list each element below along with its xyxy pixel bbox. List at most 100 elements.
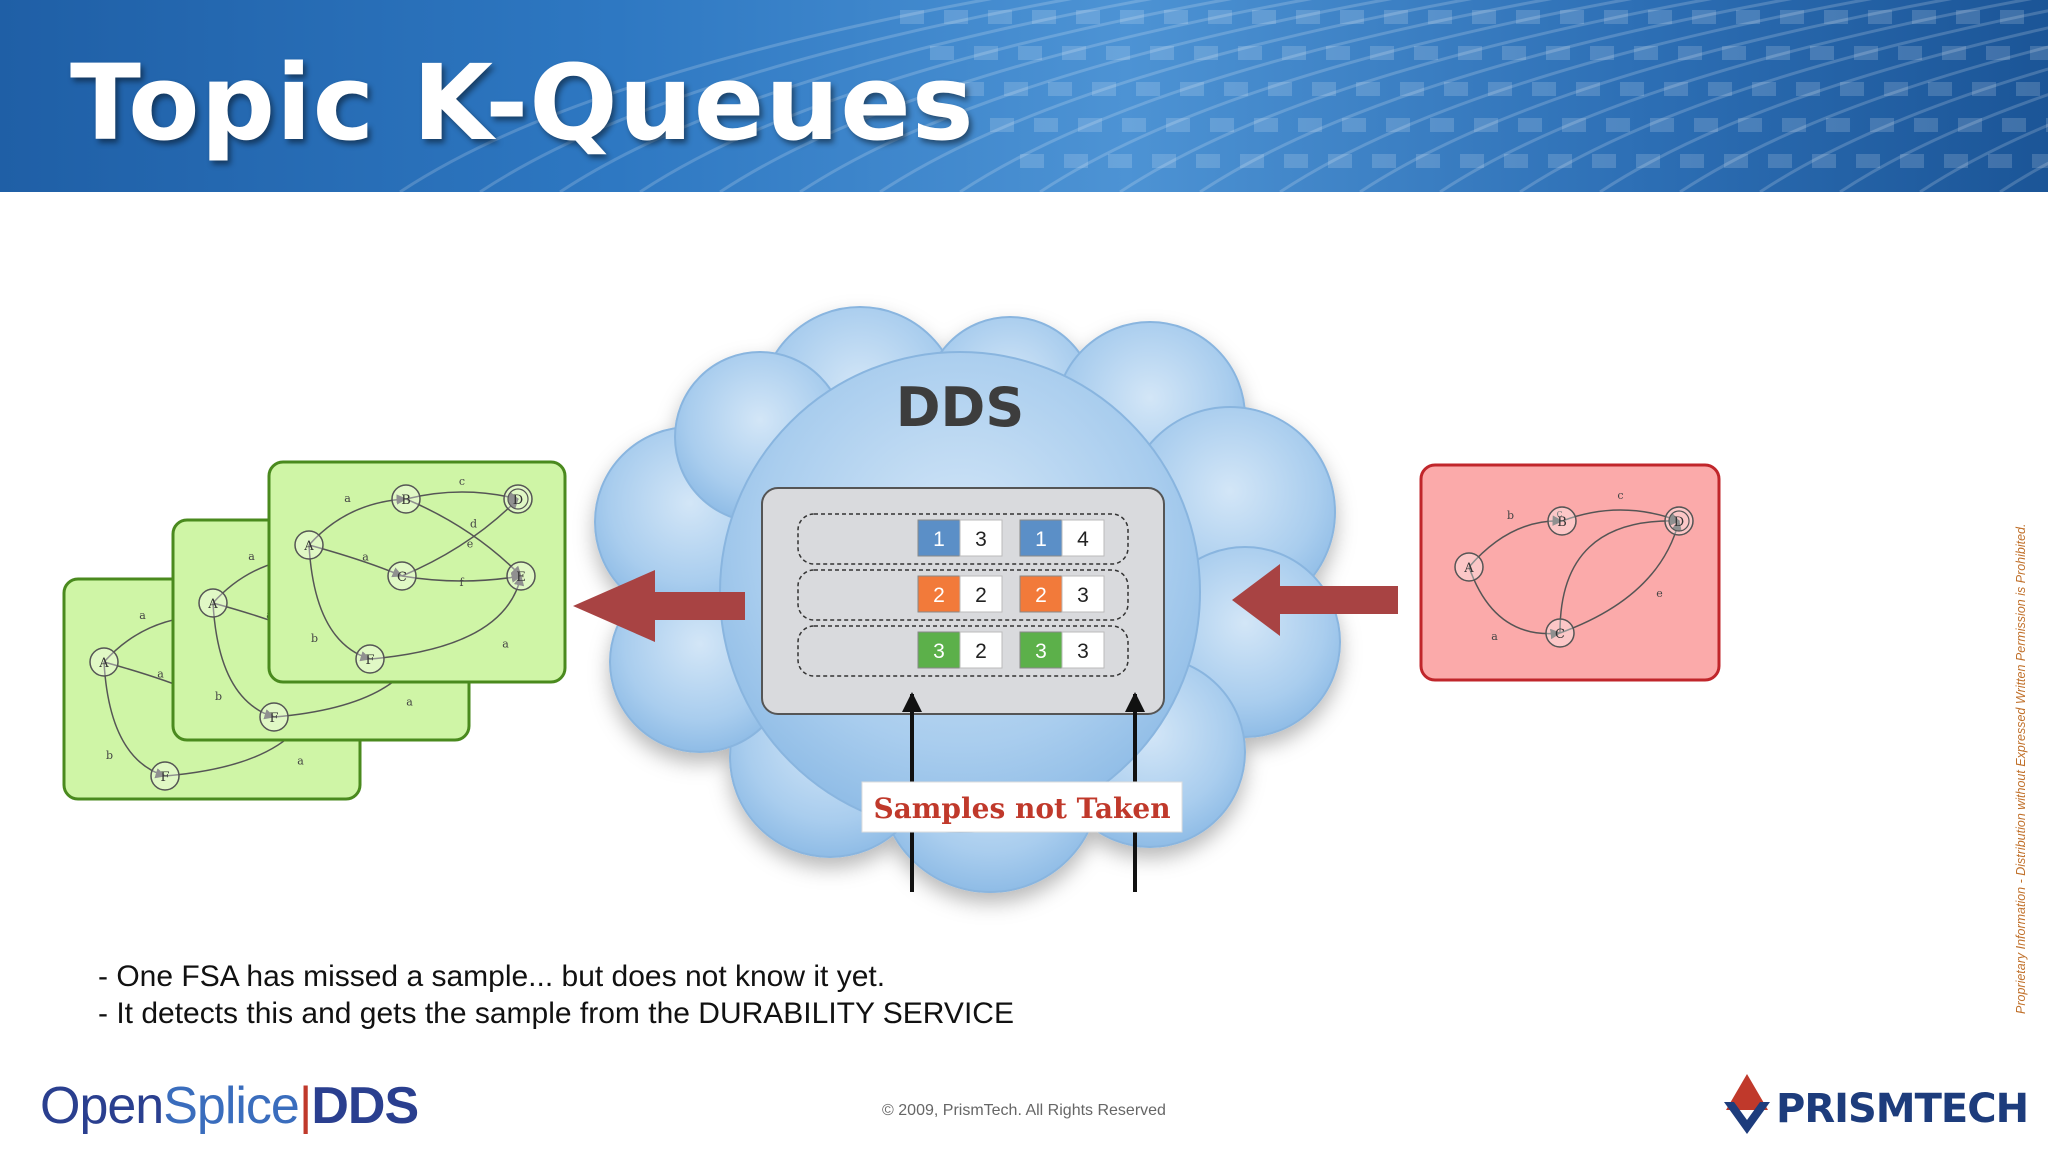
fsa-state xyxy=(198,588,228,618)
fsa-edge xyxy=(405,498,522,577)
cloud-label: DDS xyxy=(896,376,1025,439)
fsa-state xyxy=(391,484,421,514)
header-background xyxy=(399,0,2048,192)
sample-value: 2 xyxy=(975,584,987,607)
bullet-list: - One FSA has missed a sample... but doe… xyxy=(98,958,1014,1032)
sample-value: 4 xyxy=(1077,528,1089,551)
sample-value: 3 xyxy=(1077,584,1089,607)
queue-row xyxy=(797,569,1129,621)
bullet-2: - It detects this and gets the sample fr… xyxy=(98,997,1014,1030)
samples-label-box xyxy=(861,781,1183,833)
fsa-state-label: D xyxy=(513,493,523,508)
fsa-edge-label: b xyxy=(311,632,318,645)
fsa-accept-ring xyxy=(1668,510,1690,532)
fsa-edge-label: e xyxy=(1656,587,1663,600)
fsa-state xyxy=(506,561,536,591)
fsa-state xyxy=(259,702,289,732)
fsa-state-label: C xyxy=(1555,627,1565,642)
fsa-edge xyxy=(401,498,519,577)
fsa-state-label: A xyxy=(1463,561,1474,576)
sample-key: 2 xyxy=(933,584,945,607)
fsa-state xyxy=(1454,552,1484,582)
fsa-state-label: A xyxy=(303,539,314,554)
fsa-edge-label: c xyxy=(1617,489,1623,502)
fsa-state-label: F xyxy=(269,711,278,726)
fsa-edge xyxy=(405,491,520,502)
fsa-edge-label: a xyxy=(1491,630,1498,643)
fsa-state xyxy=(1545,618,1575,648)
sample-value: 3 xyxy=(975,528,987,551)
sample-value-cell xyxy=(1061,575,1105,613)
sample-key-cell xyxy=(1019,575,1063,613)
sample-key: 3 xyxy=(1035,640,1047,663)
fsa-state-label: B xyxy=(1557,515,1567,530)
fsa-edge xyxy=(308,544,403,578)
fsa-state-label: A xyxy=(98,656,109,671)
fsa-state xyxy=(89,647,119,677)
fsa-edge xyxy=(1559,515,1681,634)
slide-title: Topic K-Queues xyxy=(70,42,975,164)
opensplice-logo: OpenSplice|DDS xyxy=(40,1076,419,1136)
fsa-edge-label: e xyxy=(467,538,474,551)
flow-arrow-from-writer xyxy=(1232,564,1398,636)
proprietary-note: Proprietary Information - Distribution w… xyxy=(2014,523,2028,1014)
fsa-state-label: B xyxy=(401,493,411,508)
header-banner: Topic K-Queues xyxy=(0,0,2048,192)
bullet-1: - One FSA has missed a sample... but doe… xyxy=(98,960,886,993)
sample-key: 3 xyxy=(933,640,945,663)
sample-value-cell xyxy=(959,519,1003,557)
fsa-state-label: E xyxy=(516,570,526,585)
fsa-edge xyxy=(401,572,523,583)
sample-key-cell xyxy=(917,575,961,613)
fsa-edge-label: c xyxy=(459,475,465,488)
fsa-edge xyxy=(1559,519,1682,634)
logo-dds: DDS xyxy=(311,1077,419,1135)
fsa-state xyxy=(387,561,417,591)
sample-value-cell xyxy=(1061,519,1105,557)
sample-key-cell xyxy=(1019,519,1063,557)
sample-value: 2 xyxy=(975,640,987,663)
fsa-edge-label: b xyxy=(215,690,222,703)
sample-key-cell xyxy=(917,519,961,557)
fsa-edge-label: a xyxy=(502,638,509,651)
copyright-text: © 2009, PrismTech. All Rights Reserved xyxy=(882,1102,1166,1119)
sample-value-cell xyxy=(959,631,1003,669)
fsa-state xyxy=(294,530,324,560)
logo-separator: | xyxy=(298,1077,312,1135)
sample-value: 3 xyxy=(1077,640,1089,663)
fsa-edge-label: a xyxy=(297,755,304,768)
sample-key-cell xyxy=(917,631,961,669)
prism-icon xyxy=(1724,1074,1770,1134)
fsa-edge xyxy=(308,544,372,662)
fsa-edge-label: d xyxy=(470,518,477,531)
fsa-state-label: F xyxy=(160,770,169,785)
fsa-state-label: A xyxy=(207,597,218,612)
fsa-edge-label: a xyxy=(344,492,351,505)
logo-open: Open xyxy=(40,1077,164,1135)
fsa-edge xyxy=(1468,515,1564,568)
fsa-state xyxy=(150,761,180,791)
fsa-edge xyxy=(103,661,167,779)
sample-key: 1 xyxy=(933,528,945,551)
fsa-state-label: D xyxy=(1674,515,1684,530)
fsa-edge xyxy=(212,602,276,720)
fsa-edge-label: f xyxy=(459,576,464,589)
fsa-edge-label: a xyxy=(248,550,255,563)
fsa-state xyxy=(1547,506,1577,536)
logo-splice: Splice xyxy=(163,1077,300,1135)
sample-value-cell xyxy=(959,575,1003,613)
fsa-edge-label: a xyxy=(157,668,164,681)
fsa-state xyxy=(355,644,385,674)
fsa-edge-label: a xyxy=(406,696,413,709)
queue-row xyxy=(797,513,1129,565)
fsa-edge-label: b xyxy=(106,749,113,762)
fsa-state-label: C xyxy=(397,570,407,585)
fsa-edge xyxy=(308,494,408,546)
fsa-edge-label: b xyxy=(1507,509,1514,522)
sample-value-cell xyxy=(1061,631,1105,669)
fsa-edge-label: a xyxy=(362,551,369,564)
